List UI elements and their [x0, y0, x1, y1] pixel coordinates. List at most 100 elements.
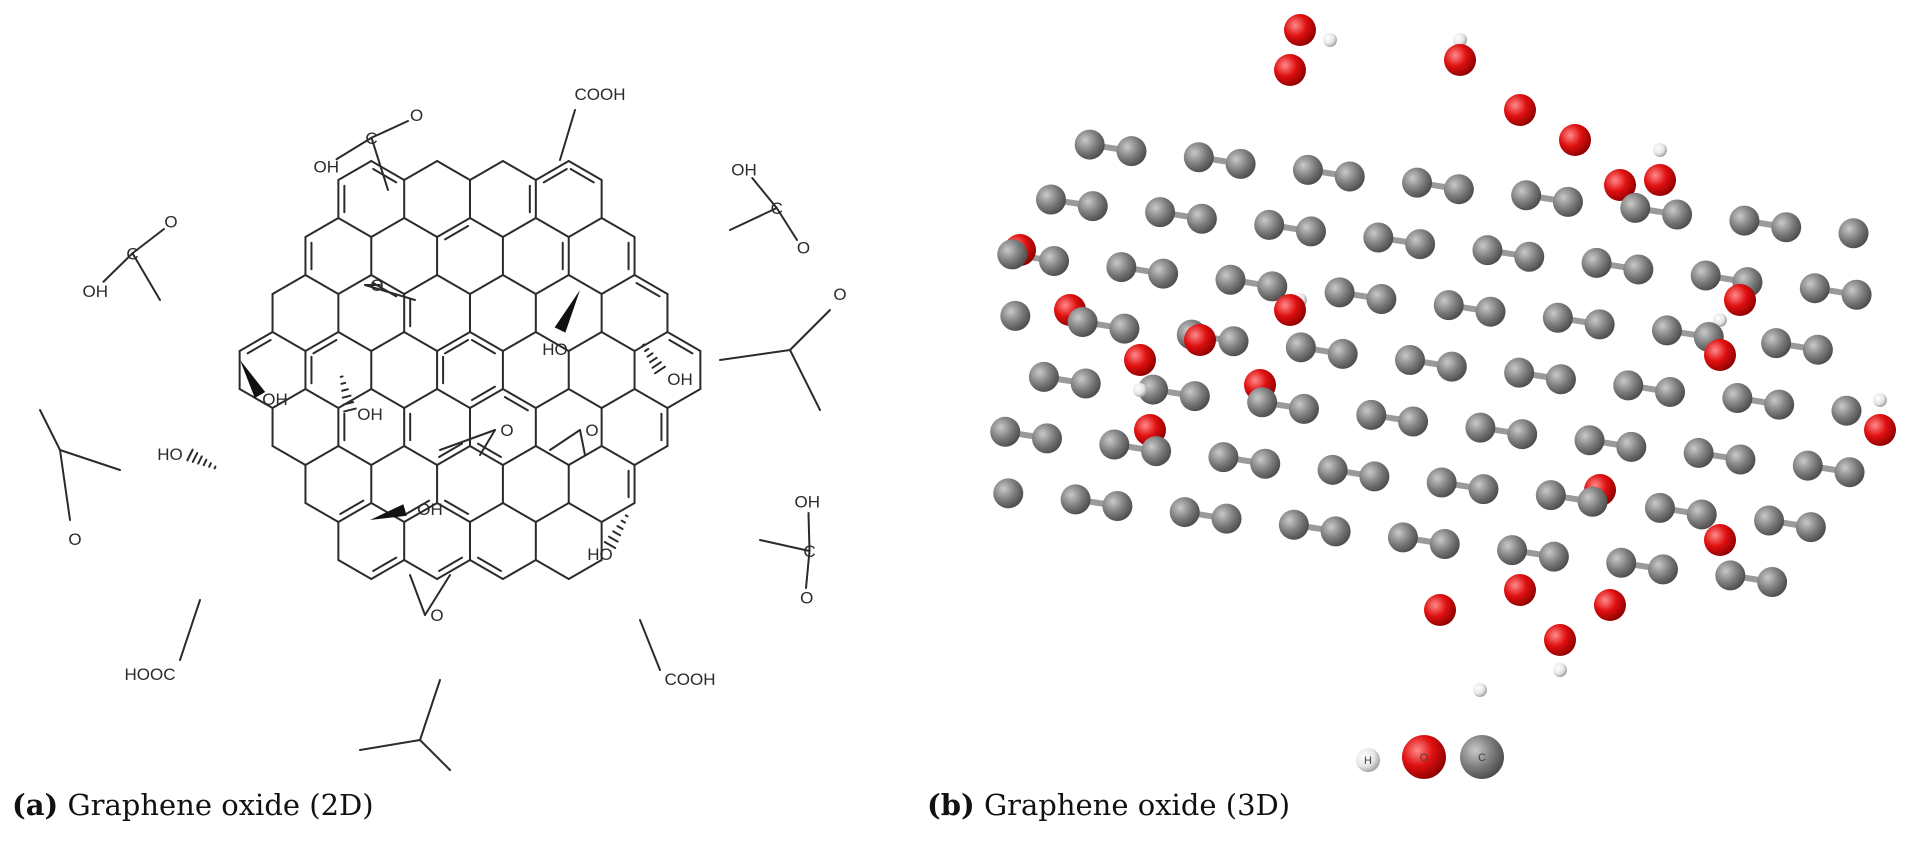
lattice-bond	[271, 274, 307, 295]
caption-2d: (a) Graphene oxide (2D)	[12, 788, 374, 822]
epoxide-o-label: O	[370, 276, 383, 295]
carbon-atom	[1613, 370, 1644, 401]
carbon-atom	[1648, 554, 1678, 585]
lattice-bond	[633, 445, 669, 466]
substituent-bond	[370, 136, 389, 191]
hashed-bond-stroke	[620, 519, 627, 524]
double-bond-line	[470, 339, 496, 355]
hashed-bond-stroke	[341, 394, 352, 399]
lattice-bond	[567, 502, 603, 523]
hydroxyl-label: OH	[417, 500, 443, 519]
carbon-atom	[1250, 448, 1281, 479]
carbon-atom	[1542, 302, 1573, 333]
oxygen-atom	[1284, 14, 1316, 46]
lattice-bond	[238, 331, 274, 352]
carbon-atom	[1254, 209, 1285, 240]
double-bond-line	[372, 556, 398, 572]
legend-hydrogen-label: H	[1364, 755, 1372, 767]
carbon-atom	[1169, 497, 1200, 528]
lattice-bond	[501, 388, 537, 409]
lattice-bond	[666, 388, 702, 409]
carbon-atom	[1208, 442, 1239, 473]
carbon-atom	[1757, 567, 1788, 598]
lattice-bond	[436, 388, 471, 409]
oxygen-atom	[1594, 589, 1626, 621]
oxygen-atom	[1724, 284, 1756, 316]
cooh-bottom-label: COOH	[665, 670, 716, 689]
substituent-bond	[59, 449, 71, 521]
double-bond-line	[372, 168, 398, 184]
lattice-bond	[600, 388, 636, 409]
epoxide-bond	[439, 429, 496, 451]
carbon-atom	[1683, 437, 1714, 468]
double-bond-line	[476, 442, 502, 458]
lattice-bond	[633, 388, 669, 409]
hydroxyl-label: HO	[587, 545, 613, 564]
lattice-bond	[370, 217, 406, 238]
carbon-atom	[1623, 254, 1654, 285]
hashed-bond-stroke	[208, 462, 212, 468]
lattice-bond	[534, 217, 570, 238]
hydrogen-atom	[1473, 683, 1487, 697]
hydrogen-atom	[1713, 313, 1727, 327]
carbon-atom	[1405, 229, 1436, 260]
hashed-bond-stroke	[343, 407, 357, 413]
lattice-bond	[534, 160, 570, 181]
hashed-bond-stroke	[603, 541, 617, 549]
carbon-atom	[1000, 300, 1031, 331]
carbon-atom	[1514, 241, 1545, 272]
carbon-atom	[1116, 136, 1147, 167]
carbon-atom	[1472, 235, 1503, 266]
caption-3d: (b) Graphene oxide (3D)	[927, 788, 1290, 822]
carbon-atom	[1320, 516, 1351, 547]
substituent-bond	[807, 512, 811, 552]
lattice-bond	[271, 445, 307, 466]
lattice-bond	[436, 160, 471, 181]
carbon-atom	[1443, 174, 1474, 205]
lattice-bond	[469, 274, 504, 295]
carbon-atom	[1581, 247, 1612, 278]
lattice-bond	[633, 331, 669, 352]
carbon-atom	[1183, 142, 1214, 173]
lattice-bond	[370, 331, 406, 352]
lattice-bond	[370, 445, 406, 466]
oxygen-atom	[1704, 339, 1736, 371]
caption-2d-text: Graphene oxide (2D)	[67, 788, 374, 822]
carbon-atom	[1729, 205, 1760, 236]
lattice-bond	[403, 445, 439, 466]
lattice-bond	[403, 331, 439, 352]
substituent-bond	[39, 409, 61, 451]
substituent-bond	[419, 679, 441, 741]
hashed-bond-stroke	[186, 448, 194, 462]
oxygen-atom	[1504, 94, 1536, 126]
carbon-atom	[1186, 203, 1217, 234]
oxygen-atom	[1274, 54, 1306, 86]
epoxide-bond	[579, 429, 586, 456]
oxygen-atom	[1184, 324, 1216, 356]
carbon-atom	[1715, 560, 1746, 591]
carbon-atom	[1070, 368, 1101, 399]
hydroxyl-label: OH	[357, 405, 383, 424]
carboxyl-o-label: O	[800, 589, 813, 608]
hashed-bond-stroke	[202, 458, 208, 467]
carbon-atom	[1317, 454, 1348, 485]
carboxyl-carbon-label: C	[771, 199, 783, 218]
lattice-bond	[304, 502, 340, 523]
substituent-bond	[805, 550, 811, 589]
oxygen-atom	[1544, 624, 1576, 656]
carbon-atom	[1366, 284, 1397, 315]
lattice-bond	[469, 388, 504, 409]
carbon-atom	[1285, 332, 1316, 363]
carbon-atom	[1754, 505, 1785, 536]
oh-wedge	[240, 360, 266, 398]
lattice-bond	[304, 445, 340, 466]
carbon-atom	[1257, 271, 1288, 302]
panel-3d-model: H O C (b) Graphene oxide (3D)	[927, 0, 1921, 860]
double-bond-line	[405, 499, 431, 515]
oxygen-atom	[1504, 574, 1536, 606]
hashed-bond-stroke	[197, 455, 203, 465]
hashed-bond-stroke	[644, 347, 650, 353]
lattice-bond	[337, 160, 373, 181]
oxygen-atom	[1274, 294, 1306, 326]
substituent-bond	[751, 177, 778, 209]
